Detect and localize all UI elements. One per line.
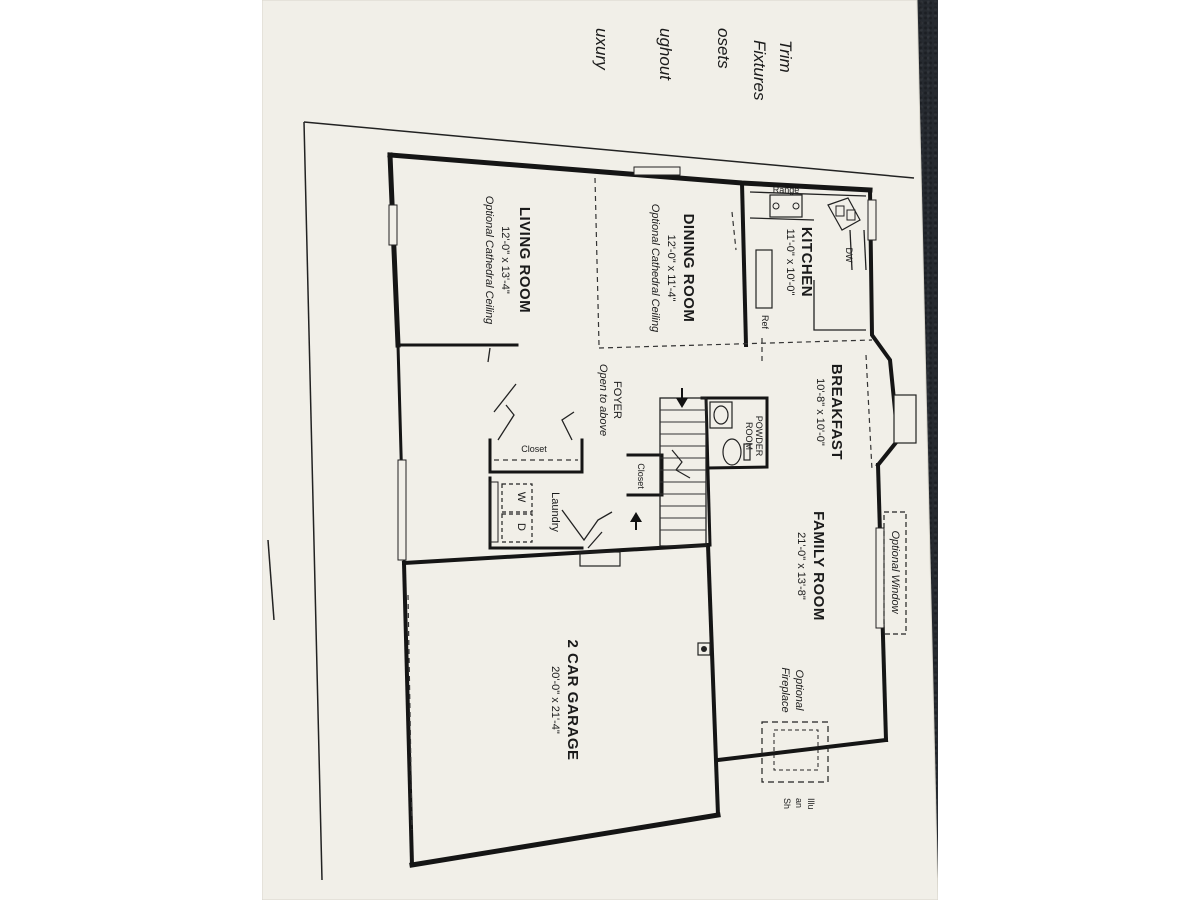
foyer-note: Open to above [597,364,609,436]
margin-notes: Trim Fixtures osets ughout uxury [592,28,795,101]
laundry-label: Laundry [549,492,561,532]
refrigerator-label: Ref [760,315,770,330]
washer-label: W [515,492,527,503]
stair-closet-label: Closet [636,463,646,489]
floor-plan-drawing: Trim Fixtures osets ughout uxury [262,0,938,900]
kitchen-fixtures [749,191,867,331]
edge-text-1: Illu [806,798,816,810]
kitchen-name: KITCHEN [798,227,815,297]
breakfast-name: BREAKFAST [828,364,845,460]
garage-name: 2 CAR GARAGE [564,639,581,760]
garage-details [407,594,711,831]
closet-laundry-fixtures [489,383,621,567]
powder-room-name: POWDER [754,416,764,457]
dining-room-name: DINING ROOM [680,214,697,323]
garage-dims: 20'-0" x 21'-4" [549,666,561,734]
main-closet-label: Closet [521,444,547,454]
living-room-note: Optional Cathedral Ceiling [483,196,495,325]
edge-text-3: Sh [782,798,792,809]
living-room-name: LIVING ROOM [516,207,533,313]
optional-fireplace [761,721,829,783]
margin-note-osets: osets [714,28,733,69]
family-room-dims: 21'-0" x 13'-8" [795,532,807,600]
optional-fireplace-line2: Fireplace [779,667,791,712]
margin-note-ughout: ughout [656,28,675,81]
dining-room-note: Optional Cathedral Ceiling [649,204,661,333]
margin-note-fixtures: Fixtures [750,40,769,101]
margin-note-uxury: uxury [592,28,611,71]
dryer-label: D [515,523,527,531]
living-room-dims: 12'-0" x 13'-4" [499,226,511,294]
room-labels: LIVING ROOM 12'-0" x 13'-4" Optional Cat… [483,185,901,810]
foyer-name: FOYER [611,381,623,419]
kitchen-dims: 11'-0" x 10'-0" [784,229,796,296]
margin-note-trim: Trim [776,40,795,73]
range-label: Range [773,185,800,195]
optional-fireplace-line1: Optional [793,670,805,712]
paper [262,0,938,900]
powder-room-fixtures [709,401,751,466]
optional-window-label: Optional Window [889,530,901,614]
powder-room-name2: ROOM [744,422,754,450]
edge-text-2: an [794,798,804,808]
staircase [630,388,707,547]
windows [388,166,917,635]
breakfast-dims: 10'-8" x 10'-0" [814,378,826,446]
dishwasher-label: DW [844,248,854,263]
floor-plan-sheet: Trim Fixtures osets ughout uxury [262,0,938,900]
family-room-name: FAMILY ROOM [810,511,827,621]
dining-room-dims: 12'-0" x 11'-4" [665,235,677,302]
